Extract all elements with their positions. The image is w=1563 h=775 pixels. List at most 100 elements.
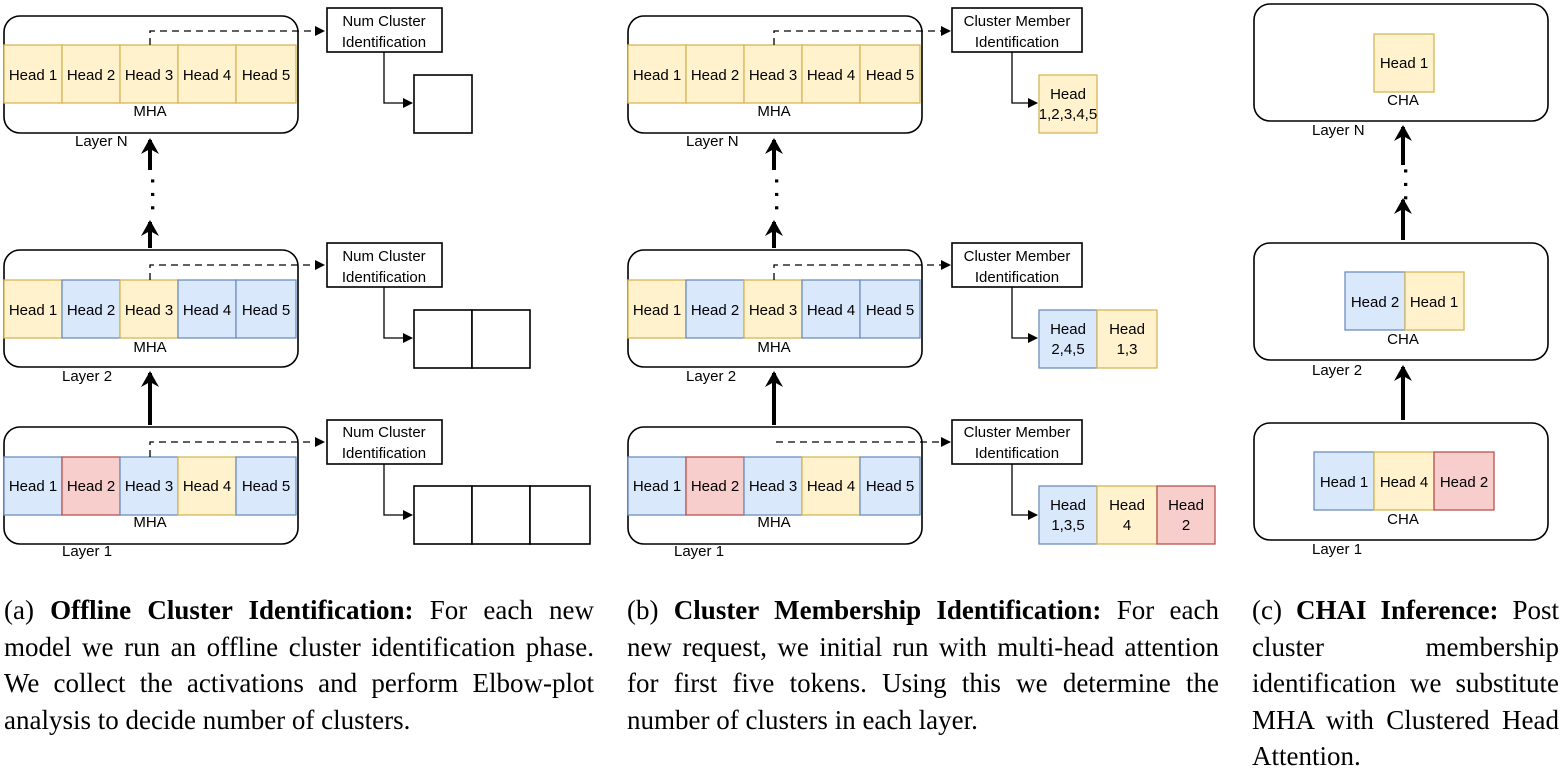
layer-label: Layer 2 [1312, 362, 1362, 379]
panel-a-layer-n: Head 1 Head 2 Head 3 Head 4 Head 5 MHA L… [3, 7, 473, 150]
head-block [3, 279, 63, 339]
dashed-connector [773, 26, 951, 45]
head-label: Head 4 [183, 478, 231, 495]
dashed-connector [149, 26, 325, 45]
connector [383, 52, 413, 108]
cluster-head-label: 1,3 [1117, 341, 1138, 358]
cluster-box [529, 485, 591, 545]
head-label: Head 2 [691, 67, 739, 84]
cluster-member-text: Identification [975, 34, 1059, 51]
cluster-head-block [1096, 485, 1158, 545]
caption-title: Cluster Membership Identification: [673, 595, 1102, 625]
head-label: Head 4 [1380, 474, 1428, 491]
head-label: Head 2 [1440, 474, 1488, 491]
mha-label: MHA [757, 103, 790, 120]
caption-label: (c) [1252, 595, 1282, 625]
cluster-box [413, 74, 473, 134]
cha-label: CHA [1387, 511, 1419, 528]
head-label: Head 1 [9, 67, 57, 84]
head-block [1404, 271, 1465, 331]
head-block [61, 456, 121, 516]
connector [383, 464, 413, 520]
head-label: Head 2 [691, 478, 739, 495]
panel-a-layer-1: Head 1 Head 2 Head 3 Head 4 Head 5 MHA L… [3, 419, 591, 560]
connector [1011, 287, 1038, 343]
num-cluster-text: Num Cluster [342, 424, 425, 441]
head-label: Head 3 [749, 302, 797, 319]
ellipsis: · · · [140, 178, 165, 212]
head-label: Head 1 [633, 302, 681, 319]
head-block [1344, 271, 1406, 331]
head-label: Head 4 [183, 67, 231, 84]
dashed-connector [149, 260, 325, 280]
head-label: Head 4 [807, 302, 855, 319]
dashed-connector [149, 437, 325, 457]
panel-a: Head 1 Head 2 Head 3 Head 4 Head 5 MHA L… [3, 7, 591, 560]
cluster-head-label: Head [1168, 497, 1204, 514]
head-block [627, 279, 687, 339]
layer-label: Layer 1 [62, 543, 112, 560]
head-block [685, 279, 745, 339]
cluster-member-box [951, 419, 1083, 465]
mha-label: MHA [757, 339, 790, 356]
caption-b: (b) Cluster Membership Identification: F… [627, 592, 1219, 738]
head-label: Head 3 [749, 67, 797, 84]
layer-label: Layer 2 [686, 368, 736, 385]
cluster-head-label: 4 [1123, 517, 1131, 534]
cluster-member-text: Cluster Member [964, 13, 1071, 30]
head-label: Head 5 [866, 67, 914, 84]
cluster-head-label: 2 [1182, 517, 1190, 534]
head-block [859, 279, 921, 339]
cluster-head-block [1038, 74, 1098, 134]
cluster-member-box [951, 7, 1083, 53]
chai-diagram: Head 1 Head 2 Head 3 Head 4 Head 5 MHA L… [3, 3, 1549, 560]
mha-label: MHA [757, 514, 790, 531]
layer-label: Layer N [1312, 122, 1365, 139]
cluster-head-block [1038, 309, 1098, 369]
panel-b: Head 1 Head 2 Head 3 Head 4 Head 5 MHA L… [627, 7, 1216, 560]
head-block [61, 279, 121, 339]
num-cluster-text: Identification [342, 445, 426, 462]
head-block [627, 44, 687, 104]
cluster-box [471, 485, 531, 545]
head-label: Head 2 [67, 67, 115, 84]
head-block [235, 44, 297, 104]
head-block [627, 456, 687, 516]
cluster-head-label: Head [1050, 86, 1086, 103]
cluster-head-label: Head [1109, 497, 1145, 514]
cluster-head-label: Head [1109, 321, 1145, 338]
head-block [177, 279, 237, 339]
head-label: Head 3 [125, 67, 173, 84]
head-block [743, 44, 803, 104]
head-label: Head 4 [807, 478, 855, 495]
head-block [801, 44, 861, 104]
layer-label: Layer N [686, 133, 739, 150]
panel-b-layer-n: Head 1 Head 2 Head 3 Head 4 Head 5 MHA L… [627, 7, 1098, 150]
cha-label: CHA [1387, 92, 1419, 109]
head-label: Head 3 [125, 302, 173, 319]
cluster-head-block [1096, 309, 1158, 369]
head-label: Head 5 [242, 67, 290, 84]
cluster-head-label: 2,4,5 [1051, 341, 1084, 358]
head-block [177, 44, 237, 104]
mha-label: MHA [133, 339, 166, 356]
head-label: Head 1 [633, 478, 681, 495]
num-cluster-text: Num Cluster [342, 13, 425, 30]
head-block [3, 44, 63, 104]
panel-a-layer-2: Head 1 Head 2 Head 3 Head 4 Head 5 MHA L… [3, 242, 531, 385]
head-block [1373, 33, 1435, 93]
panel-c-layer-2: Head 2 Head 1 CHA Layer 2 [1253, 242, 1549, 379]
head-block [119, 44, 179, 104]
panel-b-layer-2: Head 1 Head 2 Head 3 Head 4 Head 5 MHA L… [627, 242, 1158, 385]
caption-body: Post cluster membership identification w… [1252, 595, 1560, 771]
panel-c: Head 1 CHA Layer N · · · Head 2 Head 1 C… [1253, 3, 1549, 558]
cluster-head-block [1038, 485, 1098, 545]
head-block [685, 456, 745, 516]
head-block [743, 456, 803, 516]
num-cluster-box [326, 242, 443, 288]
head-label: Head 5 [242, 478, 290, 495]
caption-body: For each new model we run an offline clu… [4, 595, 594, 735]
cluster-head-label: 1,2,3,4,5 [1039, 106, 1097, 123]
head-label: Head 1 [1410, 294, 1458, 311]
head-label: Head 5 [242, 302, 290, 319]
